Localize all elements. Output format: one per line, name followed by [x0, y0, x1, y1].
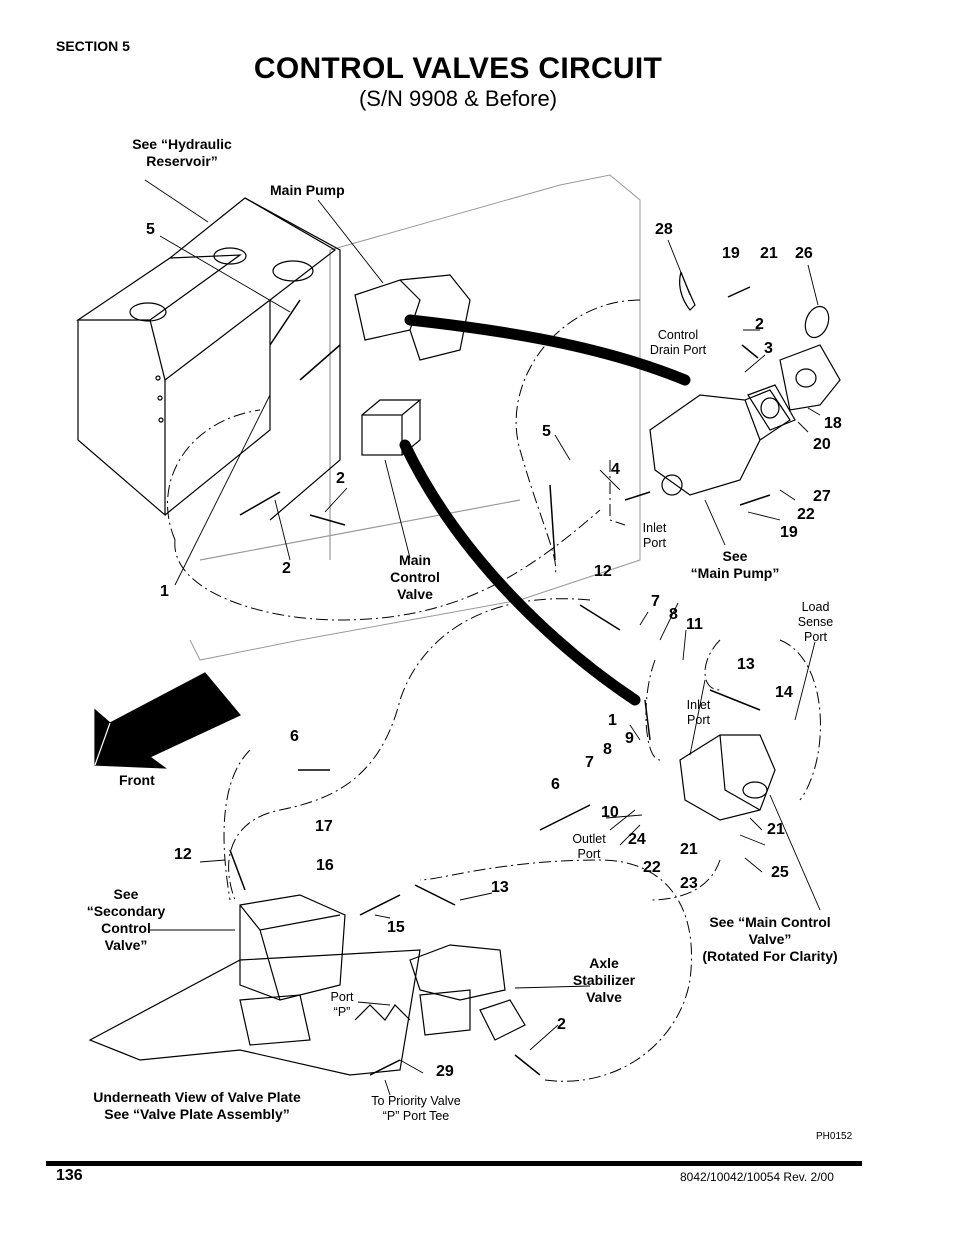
callout-6: 6: [290, 728, 299, 745]
callout-22: 22: [797, 506, 815, 523]
to-priority-valve-label: To Priority Valve“P” Port Tee: [371, 1094, 461, 1123]
callout-21: 21: [760, 245, 778, 262]
front-label: Front: [119, 772, 155, 788]
callout-22-b: 22: [643, 859, 661, 876]
callout-28: 28: [655, 221, 673, 238]
section-label: SECTION 5: [56, 38, 130, 54]
callout-7: 7: [651, 593, 660, 610]
callout-21-c: 21: [767, 821, 785, 838]
callout-9: 9: [625, 730, 634, 747]
figure-code: PH0152: [816, 1131, 853, 1142]
callout-5: 5: [146, 221, 155, 238]
main-pump-detail-drawing: [649, 271, 841, 496]
callout-19: 19: [722, 245, 740, 262]
page-number: 136: [56, 1167, 83, 1184]
callout-26: 26: [795, 245, 813, 262]
main-control-valve-lower-drawing: [679, 734, 776, 821]
callout-23: 23: [680, 875, 698, 892]
see-main-pump-label: See“Main Pump”: [690, 548, 780, 581]
callout-11: 11: [686, 616, 703, 633]
suction-hose: [404, 314, 691, 386]
pressure-hose: [399, 439, 641, 706]
callout-1-b: 1: [608, 712, 617, 729]
callout-7-b: 7: [585, 754, 594, 771]
callout-27: 27: [813, 488, 831, 505]
callout-12: 12: [594, 563, 612, 580]
page-title: CONTROL VALVES CIRCUIT: [253, 52, 663, 85]
hydraulic-reservoir-drawing: [76, 197, 341, 521]
callout-13-b: 13: [491, 879, 509, 896]
callout-2: 2: [755, 316, 764, 333]
front-arrow: [94, 672, 241, 769]
callout-8: 8: [669, 606, 678, 623]
main-pump-label: Main Pump: [270, 182, 345, 198]
callout-5-b: 5: [542, 423, 551, 440]
callout-2-b: 2: [336, 470, 345, 487]
callout-15: 15: [387, 919, 405, 936]
port-p-label: Port“P”: [330, 990, 354, 1019]
callout-1: 1: [160, 583, 169, 600]
callout-19-b: 19: [780, 524, 798, 541]
page-subtitle: (S/N 9908 & Before): [358, 86, 558, 111]
callout-16: 16: [316, 857, 334, 874]
callout-14: 14: [775, 684, 793, 701]
revision-text: 8042/10042/10054 Rev. 2/00: [680, 1170, 834, 1184]
callout-2-c: 2: [282, 560, 291, 577]
callout-12-b: 12: [174, 846, 192, 863]
callout-18: 18: [824, 415, 842, 432]
callout-24: 24: [628, 831, 646, 848]
callout-4: 4: [611, 461, 620, 478]
callout-25: 25: [771, 864, 789, 881]
footer-rule: [46, 1161, 862, 1166]
callout-29: 29: [436, 1063, 454, 1080]
callout-6-b: 6: [551, 776, 560, 793]
callout-17: 17: [315, 818, 333, 835]
callout-13: 13: [737, 656, 755, 673]
callout-20: 20: [813, 436, 831, 453]
callout-10: 10: [601, 804, 619, 821]
callout-8-b: 8: [603, 741, 612, 758]
callout-2-d: 2: [557, 1016, 566, 1033]
callout-3: 3: [764, 340, 773, 357]
callout-21-b: 21: [680, 841, 698, 858]
